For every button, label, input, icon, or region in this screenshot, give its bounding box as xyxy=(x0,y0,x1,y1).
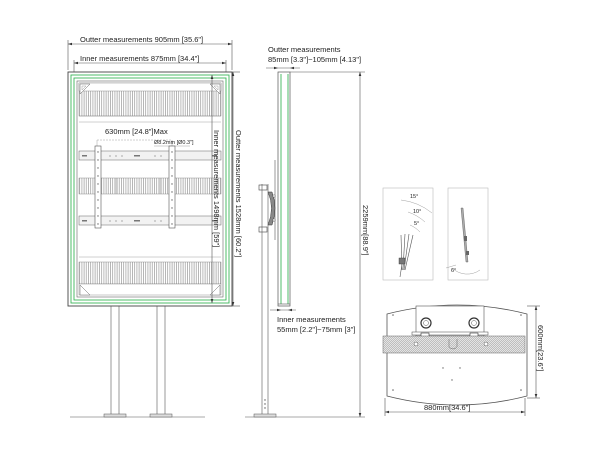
stand-base-front xyxy=(70,413,205,418)
side-view: Outter measurements 85mm [3.3"]~105mm [4… xyxy=(245,45,370,418)
inner-height-dimension: Inner measurements 1498mm [59"] xyxy=(210,75,221,303)
tilt-bracket-side xyxy=(258,184,276,233)
display-green-outline-inner xyxy=(73,77,227,301)
outer-height-label: Outter measurements 1528mm [60.2"] xyxy=(234,130,243,257)
vesa-max-label: 630mm [24.8"]Max xyxy=(105,127,168,136)
outer-depth-value: 85mm [3.3"]~105mm [4.13"] xyxy=(268,55,361,64)
hatch-band-bottom xyxy=(78,261,222,285)
vesa-bracket-right xyxy=(168,145,176,229)
hatch-band-middle xyxy=(78,177,222,195)
base-depth-label: 600mm[23.6"] xyxy=(536,325,545,371)
mount-rail-bottom xyxy=(78,215,222,226)
inner-width-dimension: Inner measurements 875mm [34.4"] xyxy=(73,54,227,72)
mount-rail-top xyxy=(78,150,222,161)
corner-mark-br xyxy=(209,284,221,296)
tilt-detail-forward: 15° 10° 5° xyxy=(382,187,434,281)
outer-width-dimension: Outter measurements 905mm [35.6"] xyxy=(67,35,233,70)
corner-mark-bl xyxy=(79,284,91,296)
hole-diameter-label: Ø8.2mm [Ø0.3"] xyxy=(154,140,194,146)
inner-height-label: Inner measurements 1498mm [59"] xyxy=(212,130,221,247)
tilt-angle-15: 15° xyxy=(410,194,418,200)
base-width-label: 880mm[34.6"] xyxy=(424,403,470,412)
tilt-angle-back-6: 6° xyxy=(451,268,456,274)
tilt-angle-10: 10° xyxy=(413,209,421,215)
tilt-detail-backward: 6° xyxy=(445,187,489,281)
total-height-label: 2259mm[88.9"] xyxy=(361,205,370,256)
tilt-angle-5: 5° xyxy=(414,221,419,227)
inner-depth-title: Inner measurements xyxy=(277,315,346,324)
base-crossbar xyxy=(382,335,526,354)
display-green-outline-outer xyxy=(70,74,230,304)
outer-depth-title: Outter measurements xyxy=(268,45,341,54)
corner-mark-tr xyxy=(209,83,221,95)
vesa-bracket-left xyxy=(94,145,102,229)
base-top-view: 600mm[23.6"] 880mm[34.6"] xyxy=(382,304,545,416)
outer-width-label: Outter measurements 905mm [35.6"] xyxy=(80,35,203,44)
corner-mark-tl xyxy=(79,83,91,95)
outer-height-dimension: Outter measurements 1528mm [60.2"] xyxy=(231,71,243,307)
front-view: Outter measurements 905mm [35.6"] Inner … xyxy=(67,35,243,418)
inner-depth-value: 55mm [2.2"]~75mm [3"] xyxy=(277,325,355,334)
inner-width-label: Inner measurements 875mm [34.4"] xyxy=(80,54,199,63)
stand-legs xyxy=(110,306,166,414)
